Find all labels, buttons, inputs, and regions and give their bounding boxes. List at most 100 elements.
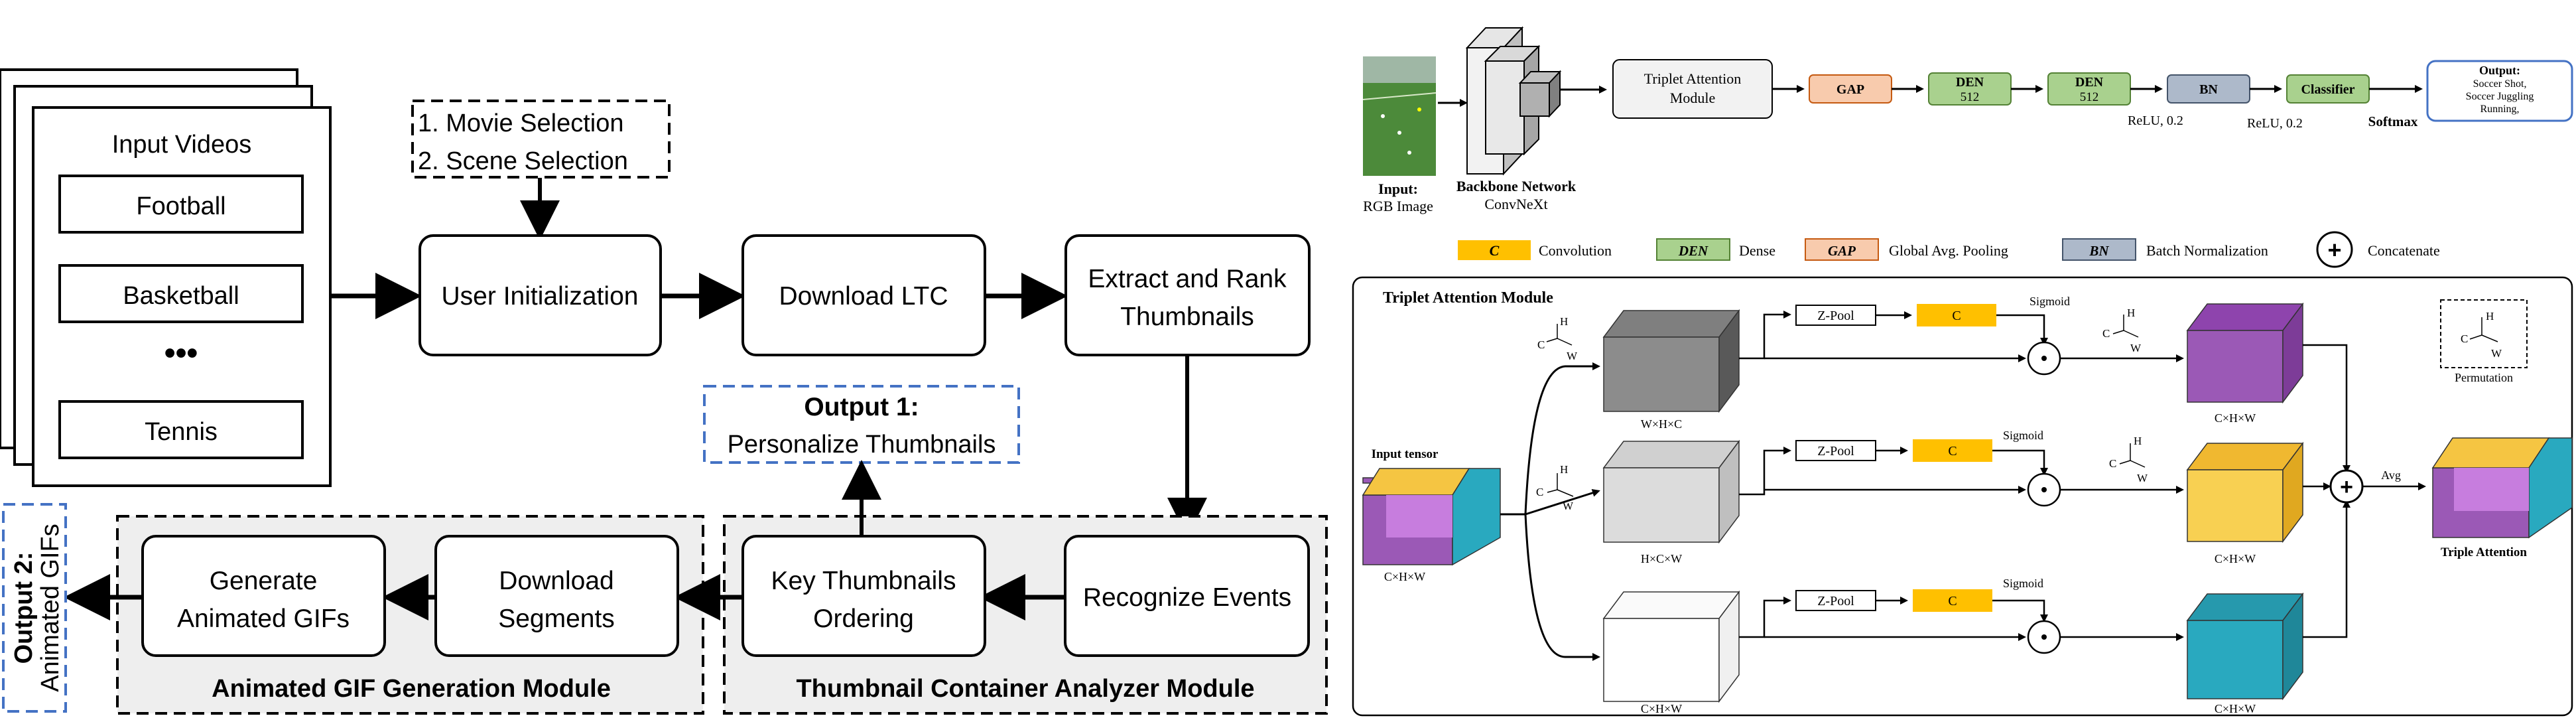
video-ellipsis: •••: [164, 336, 198, 371]
legend-bn-symbol: BN: [2089, 243, 2109, 259]
branch1-dim: W×H×C: [1641, 417, 1682, 431]
b1-sigmoid: Sigmoid: [2029, 295, 2070, 308]
b3-zpool-label: Z-Pool: [1817, 594, 1854, 609]
legend-concat-icon: [2316, 231, 2353, 268]
recognize-events-label: Recognize Events: [1083, 583, 1291, 612]
output1-subtitle: Personalize Thumbnails: [728, 431, 996, 459]
den1-units: 512: [1961, 90, 1980, 104]
permutation-c: C: [2461, 332, 2468, 345]
output-line-3: Running,: [2480, 104, 2519, 115]
b3-conv-box: [1913, 589, 1992, 612]
backbone-title: Backbone Network: [1456, 178, 1577, 194]
input-tensor-dim: C×H×W: [1384, 570, 1425, 583]
output1-title: Output 1:: [804, 393, 919, 421]
out-cube-teal: [2186, 592, 2304, 701]
video-item-basketball-label: Basketball: [123, 282, 239, 310]
b2-sigmoid: Sigmoid: [2003, 429, 2043, 442]
extract-rank-line-2: Thumbnails: [1120, 303, 1254, 331]
backbone-sub: ConvNeXt: [1484, 196, 1547, 212]
b3-sigmoid: Sigmoid: [2003, 577, 2043, 590]
download-segments-line-2: Segments: [498, 605, 615, 633]
legend-concat-symbol: +: [2327, 236, 2341, 263]
video-item-tennis-label: Tennis: [145, 418, 218, 446]
output2-subtitle: Animated GIFs: [36, 524, 64, 691]
axis-4-h: H: [2134, 435, 2142, 447]
axis-1-w: W: [1567, 350, 1578, 362]
b2-conv-box: [1913, 439, 1992, 462]
b2-to-zpool: [1739, 447, 1791, 496]
b2-c-to-mult: [1992, 449, 2048, 476]
gif-module-label: Animated GIF Generation Module: [212, 675, 611, 703]
branch1-cube: [1602, 309, 1740, 413]
branch3-dim: C×H×W: [1641, 702, 1682, 715]
axis-glyph-2: [1547, 473, 1574, 497]
den1-label: DEN: [1956, 75, 1984, 90]
key-thumbnails-line-1: Key Thumbnails: [771, 567, 956, 595]
triplet-attention-line-2: Module: [1670, 90, 1715, 106]
out3-to-concat: [2303, 500, 2351, 638]
out-dim-1: C×H×W: [2215, 411, 2256, 425]
download-segments-line-1: Download: [499, 567, 613, 595]
b1-to-zpool: [1739, 311, 1791, 360]
b3-conv-label: C: [1948, 594, 1957, 609]
branch1-line: [1524, 362, 1600, 515]
output-line-1: Soccer Shot,: [2473, 78, 2527, 90]
bn-label: BN: [2199, 82, 2218, 97]
b3-multiply-dot: [2041, 634, 2047, 640]
axis-glyph-3: [2112, 315, 2139, 338]
b2-zpool-label: Z-Pool: [1817, 444, 1854, 459]
selection-line-1: 1. Movie Selection: [418, 109, 624, 137]
output-line-2: Soccer Juggling: [2466, 91, 2534, 102]
legend-gap-swatch: [1805, 238, 1879, 261]
b3-to-zpool: [1739, 597, 1791, 638]
b2-multiply-dot: [2041, 487, 2047, 492]
generate-gifs-box: [141, 535, 386, 657]
b1-zpool-box: [1795, 305, 1876, 326]
b1-multiply-dot: [2041, 356, 2047, 361]
b1-c-to-mult: [1996, 314, 2048, 346]
out1-to-concat: [2303, 344, 2351, 473]
branch2-dim: H×C×W: [1641, 552, 1682, 565]
legend-conv-label: Convolution: [1539, 242, 1612, 259]
axis-2-w: W: [1563, 500, 1574, 512]
branch3-line: [1524, 514, 1600, 661]
video-item-basketball: [58, 264, 304, 323]
out-dim-3: C×H×W: [2215, 702, 2256, 715]
legend-gap-symbol: GAP: [1828, 243, 1856, 259]
input-label-sub: RGB Image: [1363, 198, 1433, 214]
b1-conv-label: C: [1952, 309, 1961, 323]
gap-label: GAP: [1836, 82, 1864, 97]
input-tensor-label: Input tensor: [1372, 447, 1439, 461]
permutation-w: W: [2491, 347, 2502, 360]
key-thumbnails-box: [741, 535, 986, 657]
axis-4-c: C: [2109, 457, 2116, 470]
triple-attention-cube: [2431, 437, 2573, 539]
legend-bn-label: Batch Normalization: [2146, 242, 2268, 259]
b2-zpool-box: [1795, 440, 1876, 461]
relu-label-1: ReLU, 0.2: [2128, 113, 2183, 128]
axis-glyph-1: [1546, 324, 1573, 346]
b2-conv-label: C: [1948, 444, 1957, 459]
output1-box: [703, 385, 1020, 464]
legend-den-symbol: DEN: [1678, 243, 1708, 259]
tam-title: Triplet Attention Module: [1383, 289, 1553, 307]
triplet-attention-line-1: Triplet Attention: [1644, 70, 1741, 87]
video-item-tennis: [58, 400, 304, 459]
triple-attention-label: Triple Attention: [2441, 545, 2527, 559]
branch3-cube: [1602, 590, 1740, 703]
generate-gifs-line-1: Generate: [210, 567, 318, 595]
axis-2-h: H: [1560, 463, 1568, 476]
download-segments-box: [434, 535, 679, 657]
out-dim-2: C×H×W: [2215, 552, 2256, 565]
legend-gap-label: Global Avg. Pooling: [1889, 242, 2008, 259]
branch2-cube: [1602, 439, 1740, 544]
b1-conv-box: [1917, 304, 1996, 326]
permutation-box: [2440, 299, 2528, 368]
b1-zpool-label: Z-Pool: [1817, 309, 1854, 323]
den2-label: DEN: [2075, 75, 2104, 90]
axis-3-w: W: [2130, 342, 2142, 354]
output-title: Output:: [2479, 64, 2520, 77]
b3-c-to-mult: [1992, 599, 2048, 622]
input-rgb-image: [1362, 56, 1437, 176]
